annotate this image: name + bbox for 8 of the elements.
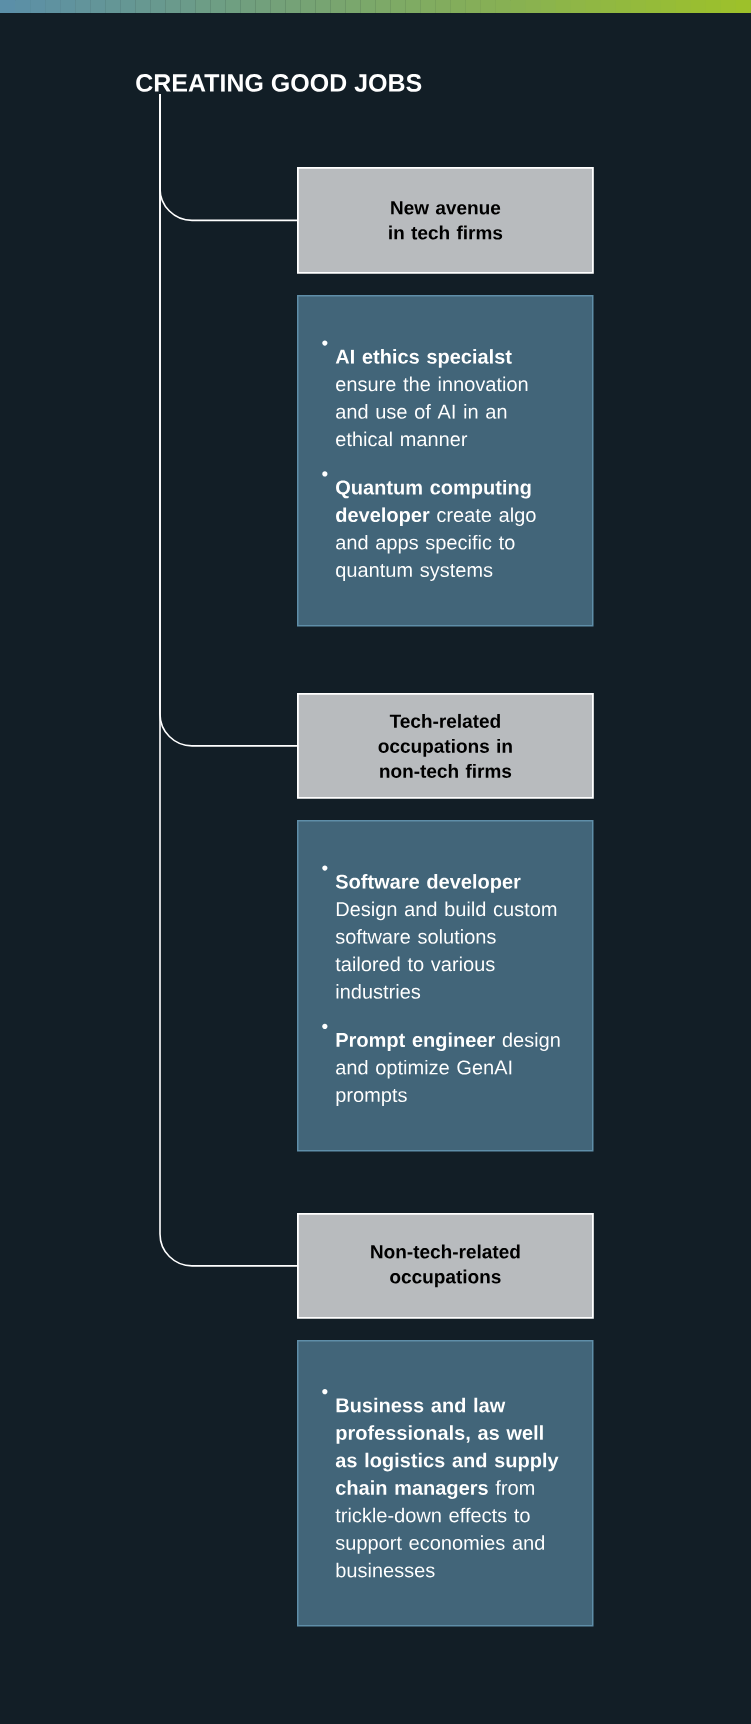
category-box: Non-tech-related occupations [297,1213,594,1319]
description-box: Software developer Design and build custom software solutions tailored to various industries Prompt engineer design and optimize GenAI prompts [297,820,594,1152]
branch-line [159,93,298,1267]
category-box: New avenue in tech firms [297,167,594,274]
description-box: AI ethics specialst ensure the innovation and use of AI in an ethical manner Quantum computing developer create algo and apps specific to quantum systems [297,295,594,627]
heading: CREATING GOOD JOBS [136,74,422,92]
description-box: Business and law professionals, as well as logistics and supply chain managers from trickle-down effects to support economies and businesses [297,1340,594,1627]
category-box: Tech-related occupations in non-tech firms [297,693,594,799]
